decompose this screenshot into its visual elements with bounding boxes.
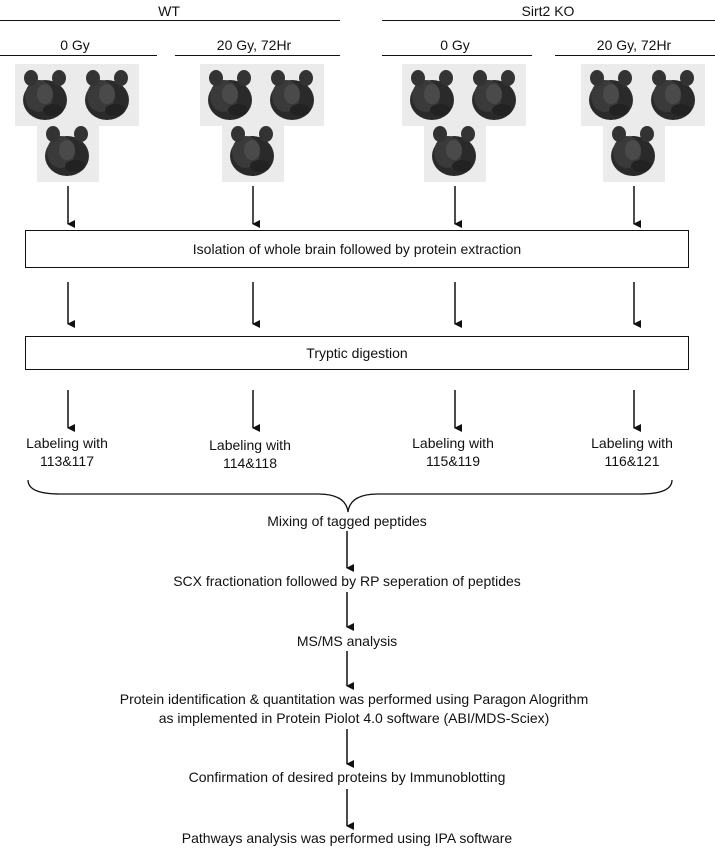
group-line-sirt2-ko (382, 20, 715, 21)
condition-line-ko-20gy (555, 55, 715, 56)
confirmation-step-text: Confirmation of desired proteins by Immu… (188, 769, 506, 785)
condition-line-ko-0gy (382, 55, 532, 56)
pathways-step-text: Pathways analysis was performed using IP… (181, 830, 513, 846)
msms-step-text: MS/MS analysis (296, 633, 398, 649)
labeling-116-line1: Labeling with (591, 435, 673, 451)
merge-brace (27, 479, 673, 513)
condition-line-wt-0gy (0, 55, 157, 56)
mouse-image-wt-0gy-3 (37, 120, 99, 182)
identification-step-line1: Protein identification & quantitation wa… (119, 691, 589, 707)
labeling-113-line1: Labeling with (26, 435, 108, 451)
mouse-image-wt-0gy-1 (15, 64, 77, 126)
condition-label-ko-20gy: 20 Gy, 72Hr (596, 37, 672, 53)
group-label-sirt2-ko: Sirt2 KO (521, 3, 575, 19)
group-line-wt (0, 20, 340, 21)
digestion-step-box: Tryptic digestion (25, 336, 689, 370)
mouse-image-ko-20gy-1 (581, 64, 643, 126)
mouse-image-ko-0gy-2 (464, 64, 526, 126)
group-label-wt: WT (158, 3, 180, 19)
scx-step-text: SCX fractionation followed by RP seperat… (173, 573, 521, 589)
mouse-image-wt-20gy-2 (262, 64, 324, 126)
labeling-114-line1: Labeling with (209, 437, 291, 453)
condition-label-ko-0gy: 0 Gy (440, 37, 470, 53)
mouse-image-wt-20gy-3 (222, 120, 284, 182)
labeling-115-line2: 115&119 (426, 453, 480, 469)
isolation-step-box: Isolation of whole brain followed by pro… (25, 230, 689, 268)
mouse-image-ko-20gy-3 (603, 120, 665, 182)
labeling-114-line2: 114&118 (223, 455, 277, 471)
isolation-step-text: Isolation of whole brain followed by pro… (192, 241, 522, 257)
mouse-image-wt-0gy-2 (77, 64, 139, 126)
digestion-step-text: Tryptic digestion (306, 345, 408, 361)
labeling-116-line2: 116&121 (604, 453, 660, 469)
mouse-image-ko-20gy-2 (643, 64, 705, 126)
identification-step-line2: as implemented in Protein Piolot 4.0 sof… (158, 710, 550, 726)
condition-line-wt-20gy (175, 55, 340, 56)
condition-label-wt-20gy: 20 Gy, 72Hr (216, 37, 292, 53)
mouse-image-wt-20gy-1 (200, 64, 262, 126)
mouse-image-ko-0gy-1 (402, 64, 464, 126)
labeling-113-line2: 113&117 (40, 453, 94, 469)
mixing-step-text: Mixing of tagged peptides (267, 513, 427, 529)
mouse-image-ko-0gy-3 (424, 120, 486, 182)
condition-label-wt-0gy: 0 Gy (60, 37, 90, 53)
labeling-115-line1: Labeling with (412, 435, 494, 451)
